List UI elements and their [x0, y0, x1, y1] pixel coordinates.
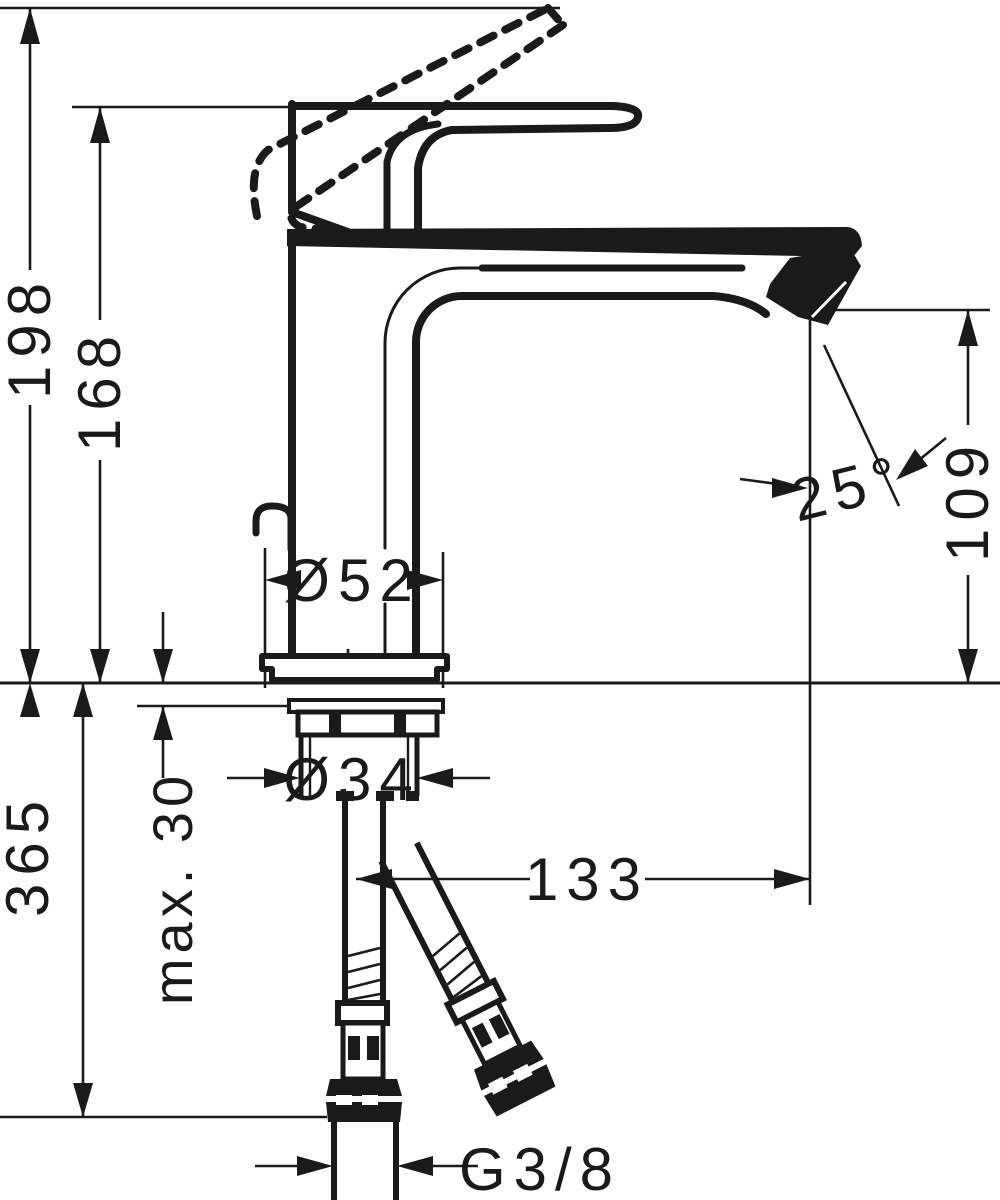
connector-head-bottom [326, 1102, 402, 1122]
dim-label-max30: max. 30 [141, 771, 204, 1005]
dim-label-168: 168 [66, 328, 133, 452]
angled-hose-braid [432, 932, 483, 998]
hose-braid-hatch [347, 946, 381, 1002]
spout-elbow-inner [412, 292, 770, 656]
dimension-labels: 198 168 365 max. 30 109 Ø52 Ø34 133 G3/8… [0, 275, 1000, 1200]
fitting-slot-b [367, 1036, 379, 1060]
angled-fitting-slot-b [488, 1014, 510, 1040]
open-handle-front-edge [287, 21, 567, 235]
faucet-outline [252, 100, 770, 659]
arrow-198-bottom-up [20, 683, 40, 717]
arrow-168-bottom [90, 649, 110, 683]
connector-slot-b [362, 1095, 378, 1105]
g38-thread-tube [331, 1122, 399, 1200]
angled-connector-slot-b [512, 1063, 533, 1082]
dim-label-198: 198 [0, 275, 63, 399]
supply-hose-vertical [326, 800, 402, 1200]
open-handle-back-edge [249, 4, 552, 220]
arrow-109-top [958, 310, 978, 346]
angled-connector-top [473, 1040, 544, 1091]
dim-label-dia52: Ø52 [283, 547, 420, 614]
hose-nipple-left [336, 791, 354, 801]
angled-hose-walls [378, 841, 492, 1004]
hose-tube-walls [342, 800, 386, 1003]
arrow-g38-right [397, 1156, 433, 1176]
base-flange-outline [259, 653, 450, 683]
spout-deck-bar [287, 227, 862, 257]
arrow-g38-left [297, 1156, 333, 1176]
handle-open-position-dashed [249, 4, 567, 235]
fitting-slot-a [348, 1036, 360, 1060]
nut-slot-right [394, 714, 406, 733]
connector-head-top [326, 1079, 402, 1096]
arrow-dia34-right [417, 768, 453, 788]
arrow-198-bottom-down [20, 649, 40, 683]
angled-connector-slot-a [487, 1076, 508, 1095]
hose-nipple-right [406, 791, 419, 801]
popup-rod-knob [252, 502, 295, 553]
arrow-365-bottom [73, 1083, 93, 1117]
handle-lever [288, 102, 643, 134]
angled-fitting-slot-a [471, 1022, 493, 1048]
dimension-lines [28, 8, 970, 1168]
arrow-168-top [90, 107, 110, 143]
dim-label-365: 365 [0, 793, 61, 917]
aerator-face-line [810, 280, 848, 319]
connector-slot-a [336, 1095, 352, 1105]
mounting-nut [295, 709, 440, 738]
angle-line-25deg [822, 344, 901, 507]
hose-collar [335, 1000, 390, 1026]
arrow-198-top [20, 8, 40, 44]
arrow-365-top [73, 683, 93, 717]
mounting-hardware [287, 698, 445, 801]
dim-label-g38: G3/8 [459, 1136, 621, 1200]
arrow-max30-lower [153, 706, 173, 740]
arrow-133-right [774, 869, 810, 889]
base-flange [259, 653, 450, 683]
spout-elbow-outer [383, 266, 484, 550]
shank-inner-lines [308, 735, 410, 796]
hose-nipple-mid [376, 791, 394, 801]
arrow-109-bottom [958, 649, 978, 683]
shank-walls [298, 735, 420, 796]
dim-label-109: 109 [934, 438, 1000, 562]
angled-connector-bottom [484, 1064, 556, 1117]
dim-label-133: 133 [525, 846, 649, 913]
handle-neck-inner [414, 126, 456, 235]
arrow-max30-upper [153, 649, 173, 683]
spout-tip-aerator [766, 248, 861, 325]
dim-label-dia34: Ø34 [283, 746, 420, 813]
arrow-25deg-left [772, 478, 808, 498]
spout-deck [287, 227, 862, 325]
arrow-25deg-right [896, 449, 928, 480]
arrow-dia34-left [264, 768, 300, 788]
nut-slot-left [329, 714, 341, 733]
supply-hose-angled [378, 841, 556, 1117]
